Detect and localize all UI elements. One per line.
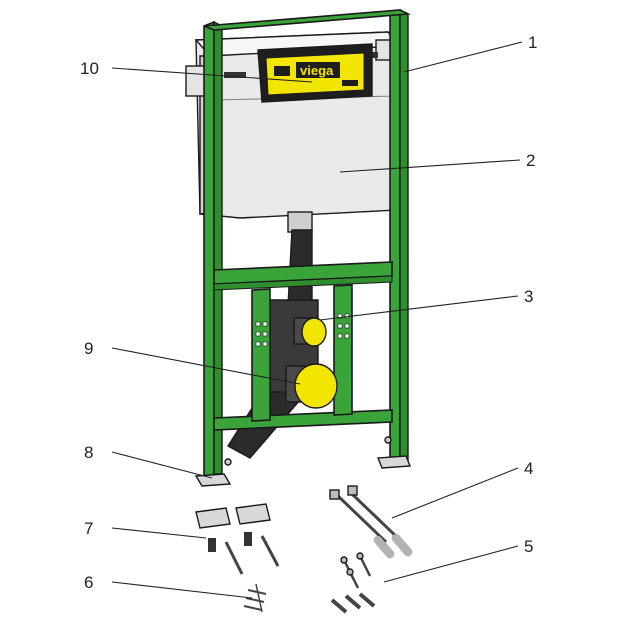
threaded-rods bbox=[329, 485, 413, 559]
screws-set bbox=[330, 552, 376, 614]
callout-9: 9 bbox=[84, 339, 93, 358]
leader-lines bbox=[111, 41, 523, 599]
callout-4: 4 bbox=[524, 459, 533, 478]
control-box: viega bbox=[257, 43, 373, 103]
callout-numbers: 1 2 3 4 5 6 7 8 9 10 bbox=[80, 33, 537, 592]
connection-cap-small bbox=[293, 317, 327, 347]
callout-1: 1 bbox=[528, 33, 537, 52]
callout-7: 7 bbox=[84, 519, 93, 538]
connection-cap-large bbox=[285, 363, 338, 409]
brand-logo-text: viega bbox=[300, 63, 334, 78]
callout-6: 6 bbox=[84, 573, 93, 592]
callout-10: 10 bbox=[80, 59, 99, 78]
callout-2: 2 bbox=[526, 151, 535, 170]
mounting-frame bbox=[194, 8, 412, 487]
wall-brackets bbox=[195, 503, 280, 575]
small-screws bbox=[243, 583, 267, 613]
callout-3: 3 bbox=[524, 287, 533, 306]
callout-5: 5 bbox=[524, 537, 533, 556]
callout-8: 8 bbox=[84, 443, 93, 462]
